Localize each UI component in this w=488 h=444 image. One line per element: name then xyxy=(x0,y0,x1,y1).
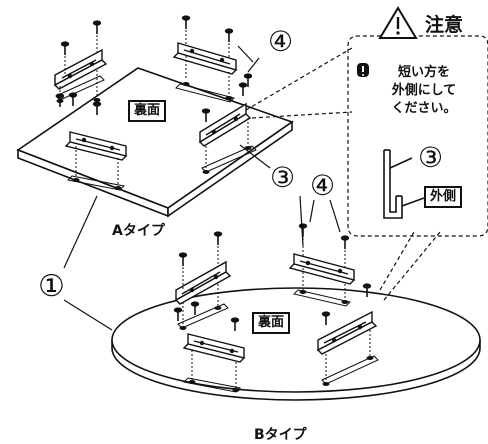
type-a-bracket-top xyxy=(172,42,238,75)
type-a-tabletop xyxy=(16,67,294,218)
part-number-1: ① xyxy=(38,269,65,304)
exclamation-badge-icon xyxy=(357,63,369,77)
type-b-back-face-label: 裏面 xyxy=(252,312,291,334)
type-b-tabletop xyxy=(111,287,481,401)
callout-part-3-profile: ③ xyxy=(418,141,444,174)
caution-title: 注意 xyxy=(425,14,464,36)
note-text: 短い方を 外側にして ください。 xyxy=(368,64,480,118)
type-b-bracket-right xyxy=(316,310,378,355)
note-line-3: ください。 xyxy=(391,101,457,116)
leader-lines xyxy=(63,45,341,331)
outside-label: 外側 xyxy=(424,186,463,208)
note-line-2: 外側にして xyxy=(391,83,457,98)
type-a-bracket-front xyxy=(64,131,128,161)
callout-part-4-a: ④ xyxy=(268,25,294,58)
bracket-profile xyxy=(383,149,425,219)
type-a-label: Aタイプ xyxy=(112,223,165,239)
type-b-bracket-top xyxy=(288,253,356,285)
type-b-label: Bタイプ xyxy=(254,427,307,443)
note-line-1: 短い方を xyxy=(397,65,450,80)
warning-triangle-icon xyxy=(378,6,418,39)
type-b-bracket-left xyxy=(174,260,232,305)
callout-dashed-lines xyxy=(245,35,488,301)
callout-part-3-a: ③ xyxy=(270,161,296,194)
type-a-guides xyxy=(59,30,249,186)
type-a-footprints xyxy=(55,75,257,191)
type-a-bracket-left xyxy=(53,48,108,90)
callout-part-4-b: ④ xyxy=(310,169,336,202)
type-b-bracket-front xyxy=(182,333,246,363)
type-b-footprints xyxy=(177,289,379,393)
type-a-back-face-label: 裏面 xyxy=(128,100,167,122)
type-a-bracket-right xyxy=(198,102,252,147)
